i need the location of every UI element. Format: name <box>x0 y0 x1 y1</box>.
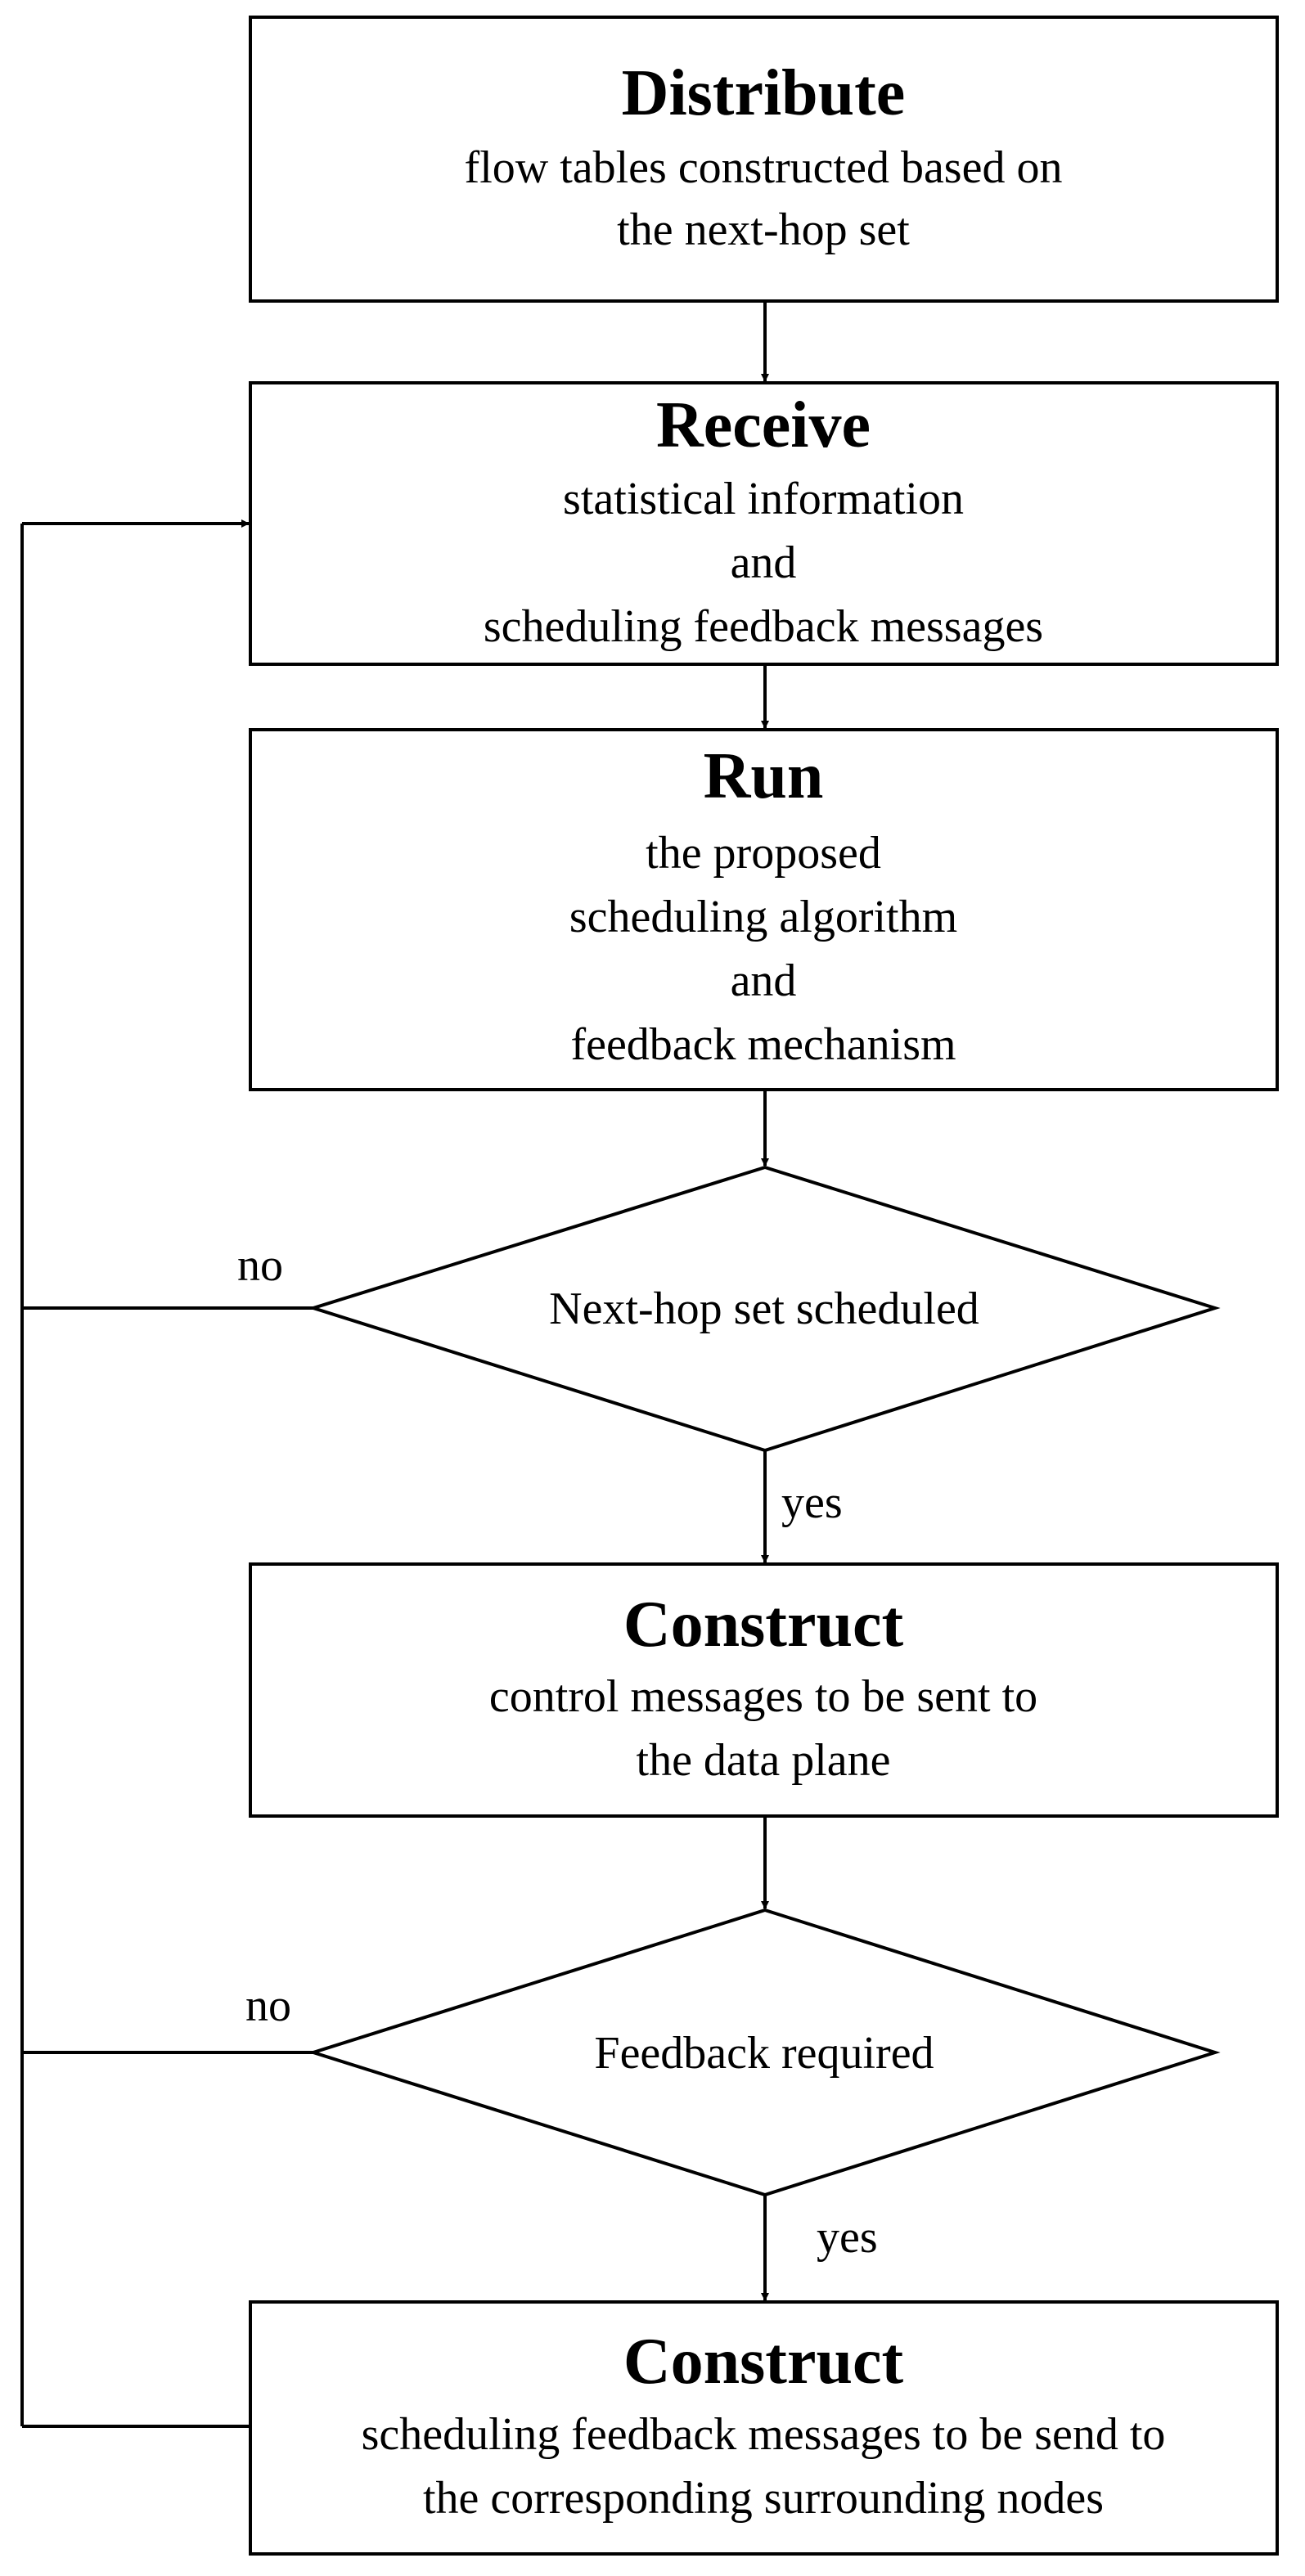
feedback-decision-diamond: Feedback required <box>308 1908 1221 2197</box>
construct-control-title: Construct <box>623 1589 904 1661</box>
distribute-line-2: the next-hop set <box>617 205 910 255</box>
run-title: Run <box>704 740 824 812</box>
receive-title: Receive <box>656 389 871 461</box>
feedback-yes-label: yes <box>817 2212 878 2263</box>
distribute-box: Distribute flow tables constructed based… <box>249 16 1279 303</box>
distribute-title: Distribute <box>622 57 906 129</box>
run-line-3: and <box>731 955 797 1006</box>
connectors <box>20 301 769 2428</box>
feedback-decision-text: Feedback required <box>594 2028 934 2079</box>
nexthop-decision-diamond: Next-hop set scheduled <box>308 1165 1221 1453</box>
construct-control-box: Construct control messages to be sent to… <box>249 1562 1279 1818</box>
run-line-4: feedback mechanism <box>570 1019 956 1070</box>
nexthop-no-label: no <box>237 1240 283 1291</box>
receive-box: Receive statistical information and sche… <box>249 381 1279 666</box>
run-box: Run the proposed scheduling algorithm an… <box>249 728 1279 1091</box>
construct-feedback-line-1: scheduling feedback messages to be send … <box>362 2409 1166 2460</box>
receive-line-3: scheduling feedback messages <box>484 601 1043 652</box>
construct-feedback-line-2: the corresponding surrounding nodes <box>423 2473 1104 2524</box>
run-line-2: scheduling algorithm <box>569 892 957 942</box>
nexthop-yes-label: yes <box>781 1477 843 1528</box>
distribute-line-1: flow tables constructed based on <box>465 142 1063 193</box>
construct-feedback-title: Construct <box>623 2326 904 2398</box>
construct-control-line-1: control messages to be sent to <box>489 1671 1037 1722</box>
receive-line-2: and <box>731 537 797 588</box>
receive-line-1: statistical information <box>563 474 964 524</box>
run-line-1: the proposed <box>646 828 881 879</box>
construct-control-line-2: the data plane <box>637 1735 891 1786</box>
construct-feedback-box: Construct scheduling feedback messages t… <box>249 2300 1279 2556</box>
feedback-no-label: no <box>245 1980 291 2031</box>
nexthop-decision-text: Next-hop set scheduled <box>549 1284 979 1334</box>
